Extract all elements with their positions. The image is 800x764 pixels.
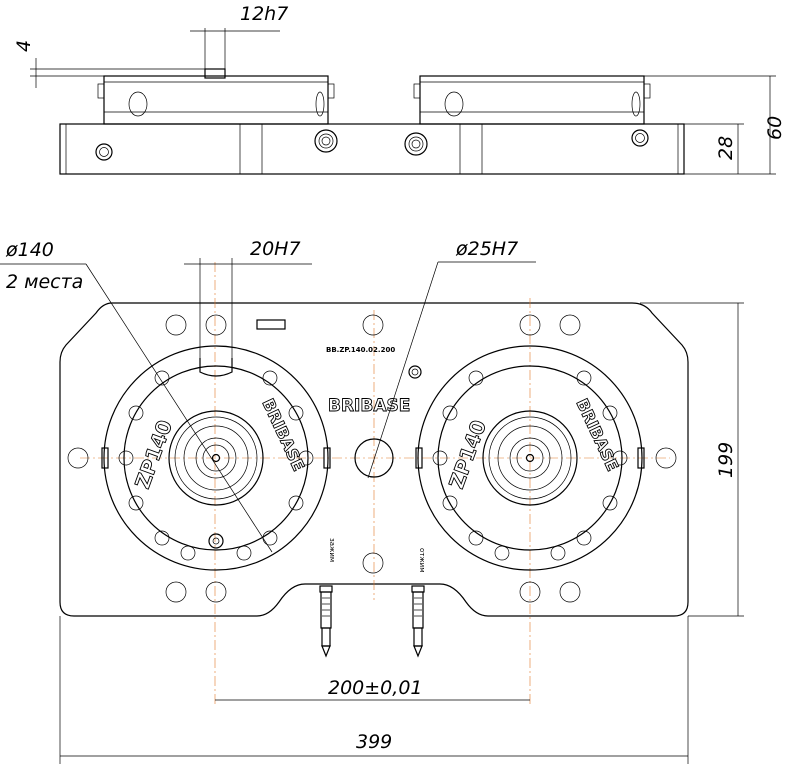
chuck-right-bolts (432, 370, 628, 561)
dim-height: 199 (715, 442, 737, 478)
fitting-right (411, 585, 425, 658)
dim-width: 399 (356, 731, 392, 753)
dim-base-height: 28 (715, 136, 737, 160)
plate-brand: BRIBASE (328, 396, 410, 416)
chuck-right-model: ZP140 (444, 417, 491, 492)
dim-slot: 20H7 (250, 238, 301, 260)
side-chuck-right (419, 75, 645, 125)
dim-center-bore: ø25H7 (455, 238, 518, 260)
base-plate-outline (59, 302, 689, 617)
fitting-left (319, 585, 333, 658)
chuck-right-brand: BRIBASE (572, 396, 622, 474)
top-view: ZP140 BRIBASE ZP140 BRIBASE (0, 238, 744, 764)
part-number: BB.ZP.140.02.200 (326, 346, 395, 354)
side-view: 12h7 4 28 60 (13, 3, 786, 175)
plate-slot (256, 319, 286, 330)
dim-total-height: 60 (764, 116, 786, 140)
chuck-left-model: ZP140 (130, 417, 177, 492)
dim-chuck-diameter: ø140 (5, 239, 54, 261)
center-bore (354, 438, 394, 478)
fitting-left-label: зажим (328, 538, 336, 562)
fitting-right-label: отжим (418, 548, 426, 573)
dim-slot-width: 12h7 (240, 3, 288, 25)
dim-key-height: 4 (13, 40, 35, 52)
side-chuck-left (103, 75, 329, 125)
dim-chuck-count: 2 места (6, 271, 83, 293)
side-key (204, 68, 226, 79)
dim-pitch: 200±0,01 (328, 677, 423, 699)
plate-mounting-holes (67, 314, 677, 603)
side-base-plate (59, 123, 685, 175)
chuck-left-brand: BRIBASE (258, 396, 308, 474)
